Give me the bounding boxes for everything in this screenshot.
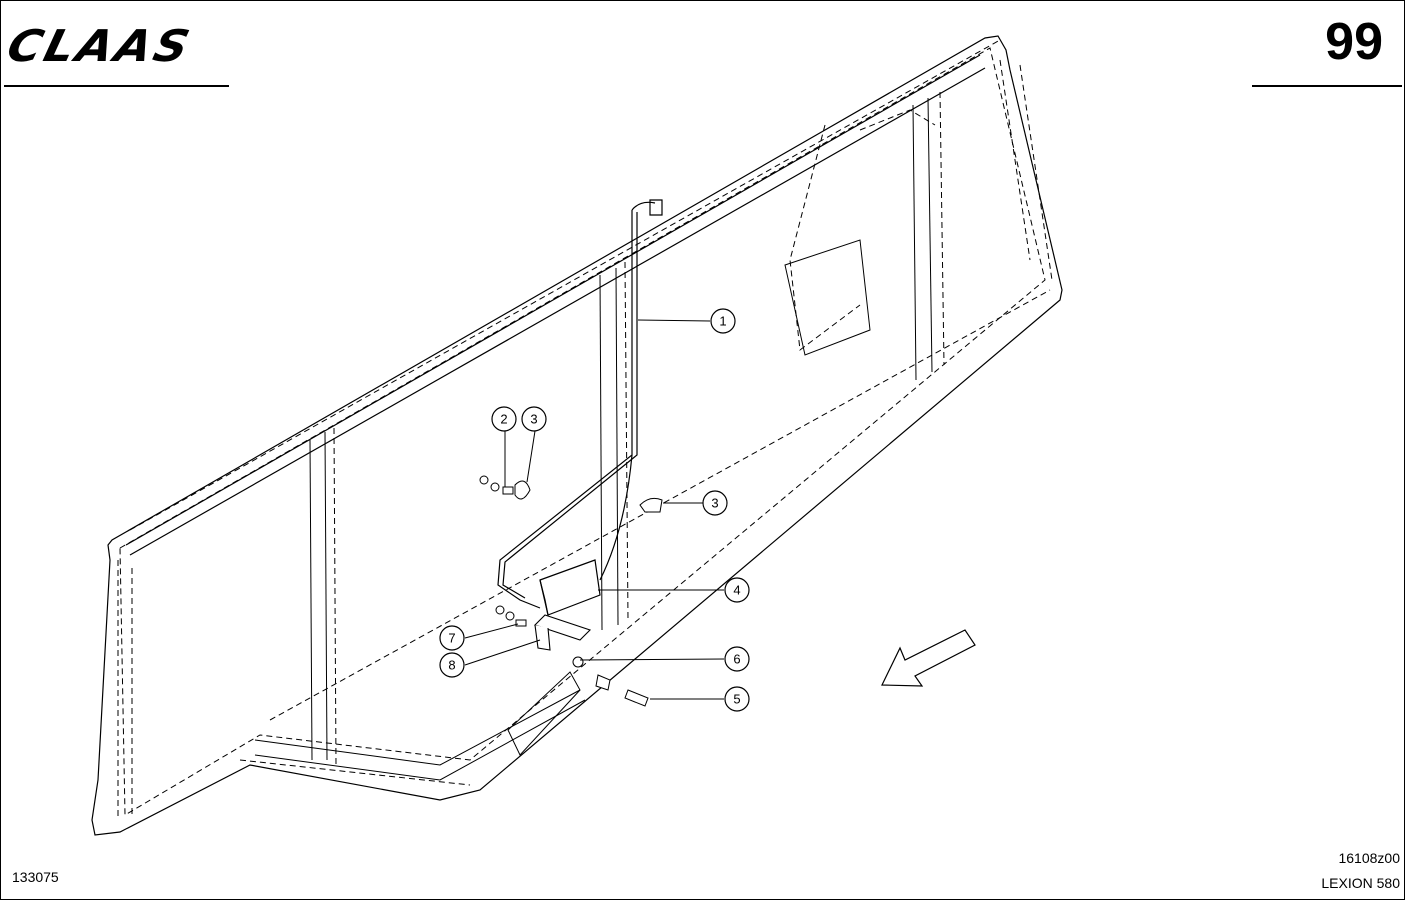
page-number: 99 <box>1325 13 1383 71</box>
svg-text:6: 6 <box>733 652 740 667</box>
cab-frame <box>91 35 1063 836</box>
cab-pillars <box>309 91 945 766</box>
header-rule-right <box>1252 85 1402 87</box>
callout-7: 7 <box>439 625 465 651</box>
callout-2: 2 <box>491 406 517 432</box>
lamp-bracket <box>533 614 592 651</box>
callout-6: 6 <box>724 646 750 672</box>
callout-8: 8 <box>439 652 465 678</box>
svg-text:3: 3 <box>530 412 537 427</box>
leader-lines <box>464 319 725 700</box>
svg-text:7: 7 <box>448 631 455 646</box>
drawing-id: 133075 <box>12 869 59 885</box>
svg-text:4: 4 <box>733 583 740 598</box>
callout-4: 4 <box>724 577 750 603</box>
svg-text:3: 3 <box>711 496 718 511</box>
callout-3a: 3 <box>521 406 547 432</box>
callout-1: 1 <box>710 308 736 334</box>
cab-frame-dashed <box>117 39 1053 820</box>
callout-3b: 3 <box>702 490 728 516</box>
figure-code: 16108z00 <box>1338 850 1400 866</box>
svg-text:1: 1 <box>719 314 726 329</box>
svg-text:8: 8 <box>448 658 455 673</box>
direction-arrow-icon <box>881 629 976 687</box>
work-lamp <box>539 559 601 616</box>
svg-text:5: 5 <box>733 692 740 707</box>
callout-5: 5 <box>724 686 750 712</box>
cable-harness <box>497 199 663 609</box>
model-name: LEXION 580 <box>1321 875 1400 891</box>
hardware <box>479 475 663 707</box>
window-panel <box>784 239 871 356</box>
header-rule-left <box>4 85 229 87</box>
svg-text:2: 2 <box>500 412 507 427</box>
door-bottom <box>254 671 586 781</box>
